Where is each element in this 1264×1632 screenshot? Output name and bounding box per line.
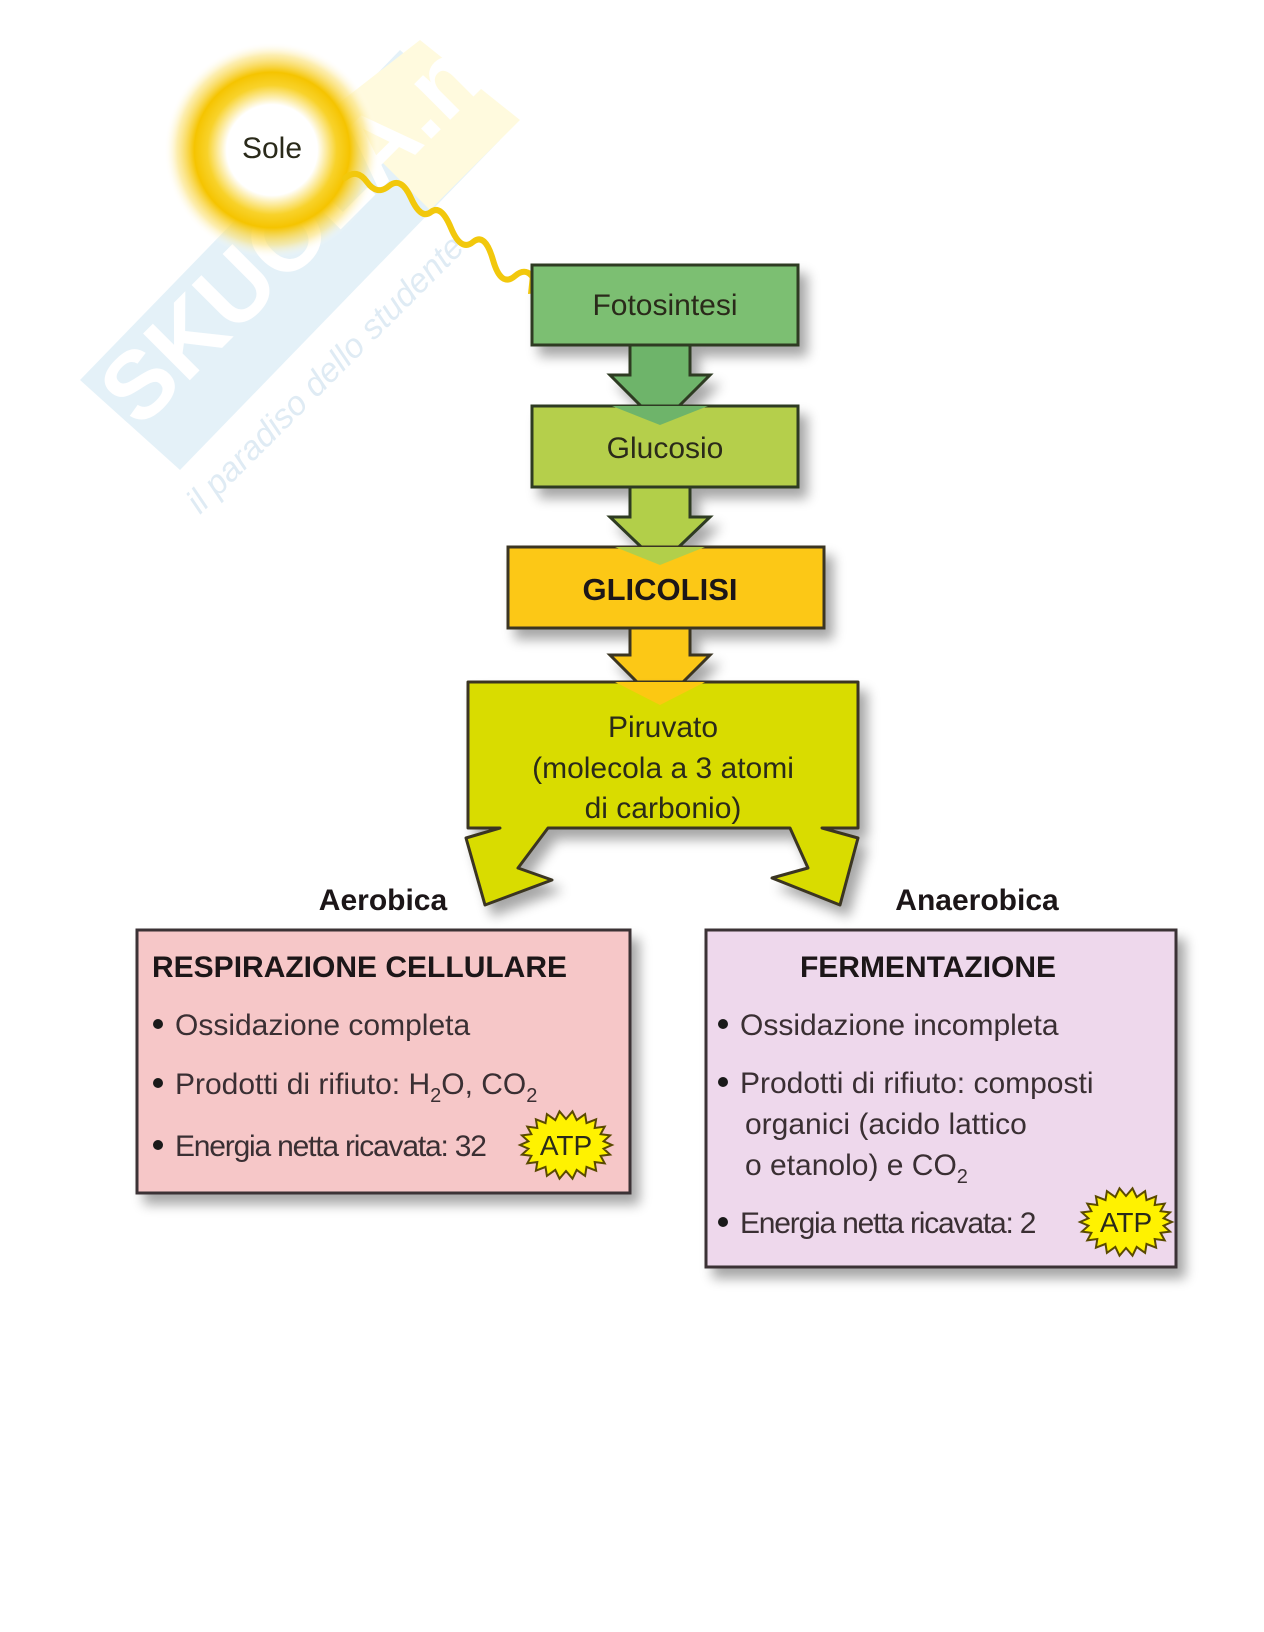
subscript: 2 xyxy=(957,1166,968,1188)
atp-badge: ATP xyxy=(517,1109,615,1181)
bullet-icon xyxy=(718,1019,728,1029)
atp-badge: ATP xyxy=(1077,1186,1175,1258)
arrow-down-icon xyxy=(606,485,714,568)
respiration-bullet-2: Prodotti di rifiuto: H2O, CO2 xyxy=(175,1068,537,1107)
subscript: 2 xyxy=(526,1085,537,1107)
flow-node-fotosintesi xyxy=(530,263,800,428)
fermentation-box: FERMENTAZIONE Ossidazione incompleta Pro… xyxy=(704,928,1178,1269)
arrow-tip-fotosintesi xyxy=(612,406,708,425)
bullet-icon xyxy=(153,1140,163,1150)
arrow-tip-glicolisi xyxy=(615,682,705,705)
fermentation-bullet-2-line-3: o etanolo) e CO2 xyxy=(745,1149,968,1188)
respiration-title: RESPIRAZIONE CELLULARE xyxy=(152,951,567,984)
subscript: 2 xyxy=(430,1085,441,1107)
flow-node-glicolisi-label: GLICOLISI xyxy=(583,572,738,607)
fermentation-bullet-2-line-1: Prodotti di rifiuto: composti xyxy=(740,1067,1093,1100)
respiration-box: RESPIRAZIONE CELLULARE Ossidazione compl… xyxy=(135,928,632,1195)
branch-label-aerobica: Aerobica xyxy=(319,884,448,917)
atp-badge-label: ATP xyxy=(1100,1207,1152,1238)
fermentation-bullet-2-line-2: organici (acido lattico xyxy=(745,1108,1027,1141)
sun: Sole xyxy=(164,42,380,258)
bullet-icon xyxy=(153,1078,163,1088)
atp-badge-label: ATP xyxy=(540,1130,592,1161)
arrow-tip-glucosio xyxy=(615,547,705,565)
bullet-icon xyxy=(718,1077,728,1087)
fermentation-title: FERMENTAZIONE xyxy=(800,951,1056,984)
light-wave-icon xyxy=(342,170,550,304)
fermentation-bullet-1: Ossidazione incompleta xyxy=(740,1009,1059,1042)
flow-node-glucosio-label: Glucosio xyxy=(607,432,724,465)
respiration-bullet-2-mid: O, CO xyxy=(441,1068,526,1101)
flow-node-glucosio xyxy=(530,404,800,568)
atp-starburst-icon xyxy=(1077,1186,1175,1258)
flow-node-fotosintesi-label: Fotosintesi xyxy=(592,289,737,322)
atp-starburst-icon xyxy=(517,1109,615,1181)
flow-node-piruvato xyxy=(464,680,860,907)
sun-label: Sole xyxy=(242,132,302,165)
bullet-icon xyxy=(153,1019,163,1029)
flow-node-piruvato-line-3: di carbonio) xyxy=(585,792,742,825)
respiration-bullet-2-text: Prodotti di rifiuto: H xyxy=(175,1068,430,1101)
respiration-bullet-1: Ossidazione completa xyxy=(175,1009,470,1042)
watermark-band-yellow xyxy=(330,40,520,210)
fermentation-bullet-3: Energia netta ricavata: 2 xyxy=(740,1207,1036,1240)
flow-node-piruvato-line-1: Piruvato xyxy=(608,711,718,744)
sun-icon xyxy=(164,42,380,258)
bullet-icon xyxy=(718,1217,728,1227)
respiration-bullet-3: Energia netta ricavata: 32 xyxy=(175,1130,486,1163)
flow-node-piruvato-line-2: (molecola a 3 atomi xyxy=(532,752,794,785)
fermentation-bullet-2-line-3-text: o etanolo) e CO xyxy=(745,1149,957,1182)
arrow-down-icon xyxy=(606,343,714,428)
branch-label-anaerobica: Anaerobica xyxy=(895,884,1059,917)
arrow-down-icon xyxy=(606,626,714,708)
